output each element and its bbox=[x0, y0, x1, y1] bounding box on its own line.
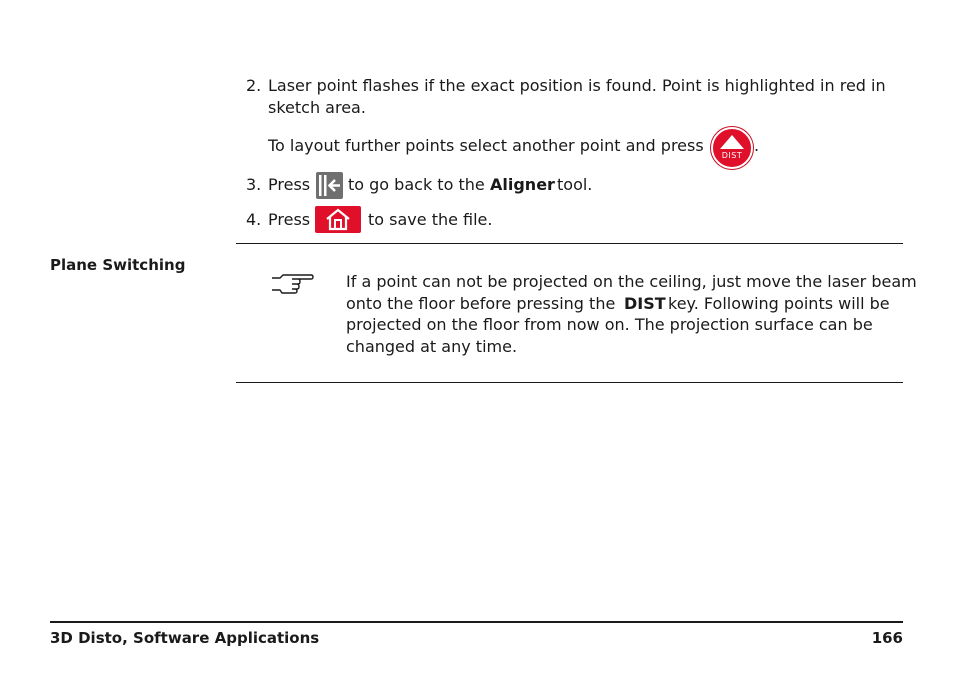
aligner-tool-name: Aligner bbox=[490, 175, 555, 194]
footer-rule bbox=[50, 621, 903, 623]
pointing-hand-icon bbox=[270, 272, 314, 296]
step-note: To layout further points select another … bbox=[268, 136, 704, 155]
dist-key-label: DIST bbox=[721, 151, 743, 160]
step-number: 2. bbox=[246, 76, 262, 95]
page-number: 166 bbox=[871, 629, 903, 647]
divider-bottom bbox=[236, 382, 903, 383]
note-text: If a point can not be projected on the c… bbox=[346, 272, 917, 291]
note-text: changed at any time. bbox=[346, 337, 518, 356]
note-text: key. Following points will be bbox=[668, 294, 890, 313]
step-text: to save the file. bbox=[368, 210, 493, 229]
note-text: onto the floor before pressing the bbox=[346, 294, 616, 313]
step-number: 3. bbox=[246, 175, 262, 194]
note-text: projected on the floor from now on. The … bbox=[346, 315, 873, 334]
step-text-press: Press bbox=[268, 210, 311, 229]
step-text: sketch area. bbox=[268, 98, 366, 117]
step-text: Laser point flashes if the exact positio… bbox=[268, 76, 886, 95]
step-text: to go back to the bbox=[348, 175, 485, 194]
step-text: tool. bbox=[557, 175, 593, 194]
dist-key-name: DIST bbox=[624, 294, 666, 313]
home-save-icon bbox=[315, 206, 361, 233]
divider-top bbox=[236, 243, 903, 244]
exit-back-icon bbox=[316, 172, 343, 199]
footer-title: 3D Disto, Software Applications bbox=[50, 629, 320, 647]
section-heading: Plane Switching bbox=[50, 256, 186, 274]
step-note-end: . bbox=[754, 136, 760, 155]
dist-key-icon: DIST bbox=[711, 127, 753, 169]
step-text-press: Press bbox=[268, 175, 311, 194]
step-number: 4. bbox=[246, 210, 262, 229]
